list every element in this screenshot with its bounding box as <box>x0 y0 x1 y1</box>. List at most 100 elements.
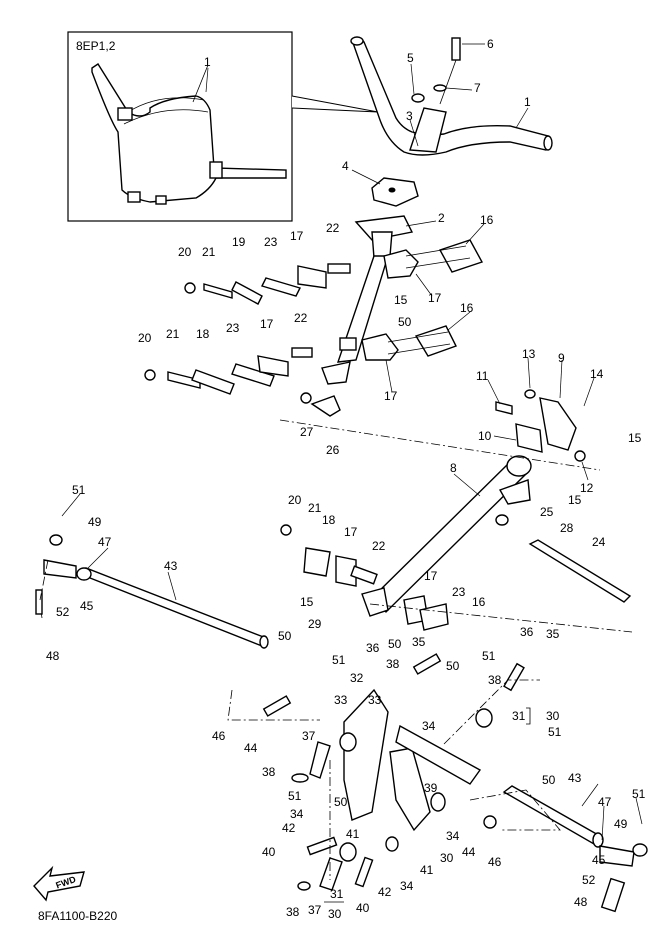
callout-21b: 21 <box>166 327 180 341</box>
callout-1: 1 <box>524 95 531 109</box>
callout-24: 24 <box>592 535 606 549</box>
callout-39: 39 <box>424 781 438 795</box>
callout-16a: 16 <box>480 213 494 227</box>
callout-17d: 17 <box>384 389 398 403</box>
callout-48a: 48 <box>46 649 60 663</box>
upper-handlebar-holder <box>409 37 461 153</box>
callout-46a: 46 <box>212 729 226 743</box>
center-shaft <box>368 455 532 613</box>
callout-37a: 37 <box>302 729 316 743</box>
callout-44a: 44 <box>244 741 258 755</box>
callout-3: 3 <box>406 109 413 123</box>
callout-44b: 44 <box>462 845 476 859</box>
right-tie-rod <box>502 785 648 913</box>
callout-42b: 42 <box>378 885 392 899</box>
callout-47a: 47 <box>98 535 112 549</box>
callout-17e: 17 <box>344 525 358 539</box>
callout-19: 19 <box>232 235 246 249</box>
inset-variant-box: 8EP1,2 <box>67 31 293 222</box>
callout-25: 25 <box>540 505 554 519</box>
callout-16c: 16 <box>472 595 486 609</box>
callout-51b: 51 <box>332 653 346 667</box>
lower-bolts <box>262 653 525 888</box>
callout-27: 27 <box>300 425 314 439</box>
callout-23a: 23 <box>264 235 278 249</box>
callout-18b: 18 <box>322 513 336 527</box>
callout-15d: 15 <box>300 595 314 609</box>
callout-2: 2 <box>438 211 445 225</box>
callout-50d: 50 <box>446 659 460 673</box>
center-lines <box>39 419 633 880</box>
upper-linkage-row-1 <box>184 263 351 305</box>
callout-20c: 20 <box>288 493 302 507</box>
callout-16b: 16 <box>460 301 474 315</box>
inset-handlebar <box>91 63 287 203</box>
callout-52b: 52 <box>582 873 596 887</box>
callout-30b: 30 <box>440 851 454 865</box>
right-shaft <box>528 539 632 603</box>
callout-35b: 35 <box>546 627 560 641</box>
callout-18a: 18 <box>196 327 210 341</box>
callout-31a: 31 <box>512 709 526 723</box>
callout-51a: 51 <box>72 483 86 497</box>
steering-column <box>321 215 414 385</box>
callout-48b: 48 <box>574 895 588 909</box>
column-bracket <box>495 389 586 462</box>
callout-22a: 22 <box>326 221 340 235</box>
callout-41b: 41 <box>420 863 434 877</box>
callout-38c: 38 <box>262 765 276 779</box>
tie-rod-end-upper <box>300 392 341 417</box>
callout-15c: 15 <box>568 493 582 507</box>
callout-51e: 51 <box>548 725 562 739</box>
fwd-arrow-icon: FWD <box>33 865 85 902</box>
callout-22b: 22 <box>294 311 308 325</box>
callout-11: 11 <box>476 369 489 383</box>
callout-23b: 23 <box>226 321 240 335</box>
callout-50c: 50 <box>278 629 292 643</box>
callout-12: 12 <box>580 481 594 495</box>
callout-37b: 37 <box>308 903 322 917</box>
callout-34c: 34 <box>446 829 460 843</box>
callout-15b: 15 <box>628 431 642 445</box>
leader-lines <box>61 43 643 841</box>
callout-inset-1: 1 <box>204 55 211 69</box>
callout-14: 14 <box>590 367 604 381</box>
callout-31b: 31 <box>330 887 344 901</box>
upper-brackets <box>361 239 484 361</box>
callout-40b: 40 <box>356 901 370 915</box>
callout-38b: 38 <box>488 673 502 687</box>
callout-32: 32 <box>350 671 364 685</box>
callout-50a: 50 <box>398 315 412 329</box>
drawing-code: 8FA1100-B220 <box>38 909 117 923</box>
callout-29: 29 <box>308 617 322 631</box>
inset-label: 8EP1,2 <box>76 39 116 53</box>
callout-numbers: 1 1 2 3 4 5 6 7 8 9 10 11 12 13 14 15 15… <box>46 37 646 921</box>
callout-51f: 51 <box>632 787 646 801</box>
callout-51d: 51 <box>288 789 302 803</box>
callout-7: 7 <box>474 81 481 95</box>
callout-46b: 46 <box>488 855 502 869</box>
callout-17c: 17 <box>260 317 274 331</box>
callout-50f: 50 <box>542 773 556 787</box>
lower-pitman-arm <box>339 688 493 832</box>
callout-36b: 36 <box>520 625 534 639</box>
lower-handlebar-holder <box>371 177 419 207</box>
inset-pointer <box>291 95 379 113</box>
callout-45b: 45 <box>592 853 606 867</box>
left-tie-rod <box>35 534 269 649</box>
callout-43a: 43 <box>164 559 178 573</box>
callout-49a: 49 <box>88 515 102 529</box>
callout-17f: 17 <box>424 569 438 583</box>
callout-30c: 30 <box>328 907 342 921</box>
callout-41a: 41 <box>346 827 360 841</box>
middle-linkage <box>280 524 449 631</box>
handlebar <box>350 36 553 156</box>
callout-20a: 20 <box>178 245 192 259</box>
callout-33a: 33 <box>334 693 348 707</box>
callout-9: 9 <box>558 351 565 365</box>
callout-50e: 50 <box>334 795 348 809</box>
callout-4: 4 <box>342 159 349 173</box>
callout-49b: 49 <box>614 817 628 831</box>
callout-15a: 15 <box>394 293 408 307</box>
